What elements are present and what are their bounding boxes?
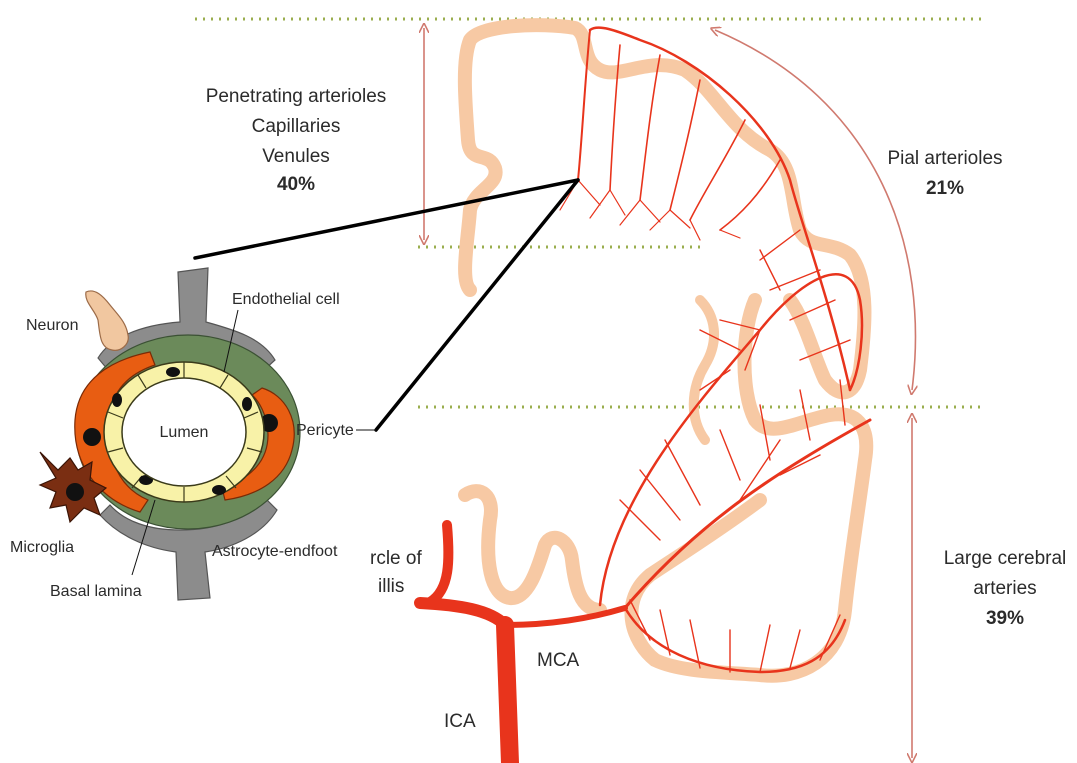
branch-set-middle: [700, 230, 850, 390]
penetrating-arteriole-3: [640, 55, 660, 200]
label-microglia: Microglia: [10, 539, 74, 556]
label-neuron: Neuron: [26, 317, 78, 334]
penetrating-arteriole-5: [690, 120, 745, 220]
ica-vessel: [505, 625, 510, 763]
penetrating-arteriole-4: [670, 80, 700, 210]
label-circle-of-willis-1: rcle of: [370, 548, 422, 569]
label-endothelial-cell: Endothelial cell: [232, 291, 340, 308]
label-astrocyte-endfoot: Astrocyte-endfoot: [212, 543, 338, 560]
label-venules: Venules: [262, 146, 330, 167]
microglia-nucleus: [66, 483, 84, 501]
label-capillaries: Capillaries: [252, 116, 341, 137]
cortex-band-lower: [465, 491, 600, 610]
label-ica: ICA: [444, 711, 476, 732]
label-pial-arterioles: Pial arterioles: [887, 148, 1002, 169]
label-lumen: Lumen: [160, 424, 209, 441]
pericyte-nucleus-left: [83, 428, 101, 446]
capillary-network: [560, 180, 740, 240]
cortex-outline: [465, 25, 866, 676]
callout-line-1: [195, 180, 578, 258]
cortex-band-inner: [694, 300, 714, 440]
label-arteries: arteries: [973, 578, 1036, 599]
circle-of-willis-vessel-2: [420, 603, 505, 625]
penetrating-arteriole-6: [720, 160, 780, 230]
label-large-percent: 39%: [986, 608, 1024, 629]
label-penetrating-arterioles: Penetrating arterioles: [206, 86, 387, 107]
cortex-band-upper: [465, 25, 865, 392]
label-microvessel-percent: 40%: [277, 174, 315, 195]
circle-of-willis-vessel: [430, 525, 448, 602]
label-circle-of-willis-2: illis: [378, 576, 404, 597]
label-basal-lamina: Basal lamina: [50, 583, 142, 600]
label-large-cerebral: Large cerebral: [944, 548, 1067, 569]
neuron-cell: [86, 291, 129, 350]
pial-artery-upper: [600, 274, 862, 605]
label-mca: MCA: [537, 650, 580, 671]
label-pericyte: Pericyte: [296, 422, 354, 439]
mca-vessel: [505, 608, 625, 625]
callout-line-2: [376, 180, 578, 430]
label-pial-percent: 21%: [926, 178, 964, 199]
